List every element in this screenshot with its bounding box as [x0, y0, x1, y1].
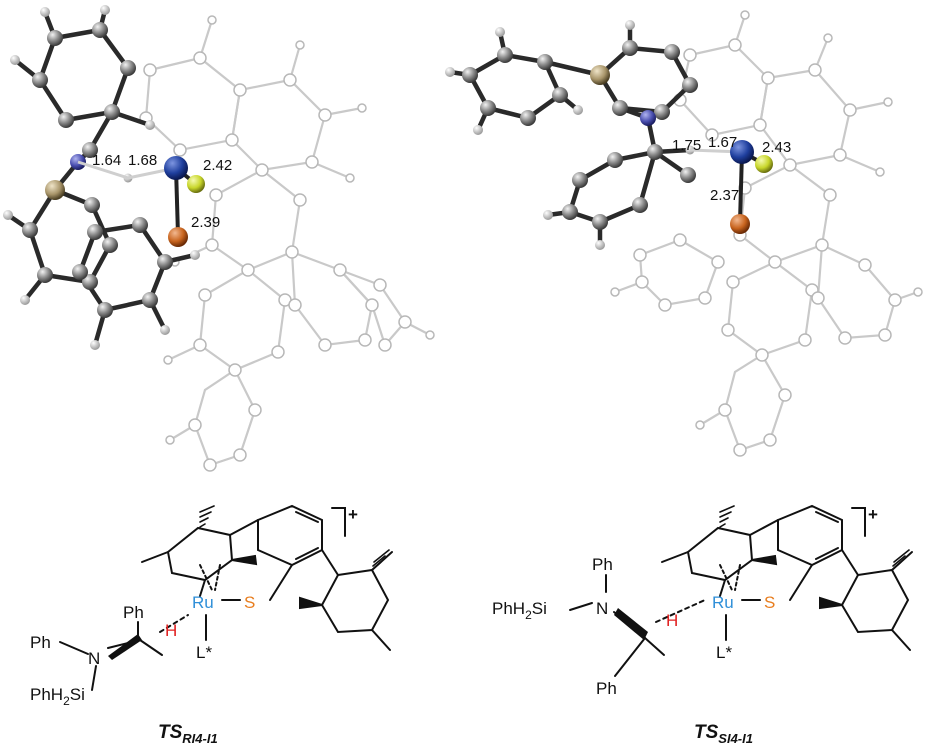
right-dist-2: 1.67: [708, 134, 737, 151]
left-ts-label: TSRI4-I1: [158, 722, 218, 746]
left-ghost-scaffold: [144, 19, 431, 467]
left-dist-1: 1.64: [92, 152, 121, 169]
right-dist-3: 2.43: [762, 139, 791, 156]
left-ghost-atoms: [139, 15, 435, 472]
right-ghost-atoms: [610, 10, 923, 457]
left-ru-core: [77, 156, 205, 247]
left-charge: +: [348, 505, 358, 524]
right-3d-model: 1.75 1.67 2.43 2.37: [445, 10, 923, 457]
left-2d-structure: [59, 504, 393, 691]
left-2d-labels: Ru S H L* N Ph Ph PhH2Si + TSRI4-I1: [30, 505, 358, 746]
left-dist-4: 2.39: [191, 214, 220, 231]
right-2d-structure: [569, 504, 913, 677]
right-ru-label: Ru: [712, 593, 734, 612]
right-substrate-atoms: [445, 20, 698, 250]
left-dist-3: 2.42: [203, 157, 232, 174]
left-h-label: H: [165, 621, 177, 640]
right-ru-core: [689, 140, 773, 234]
right-ph-bottom-label: Ph: [596, 679, 617, 698]
left-ph-top-label: Ph: [123, 603, 144, 622]
left-silyl-label: PhH2Si: [30, 685, 85, 708]
left-l-label: L*: [196, 643, 212, 662]
right-dist-1: 1.75: [672, 137, 701, 154]
right-silyl-label: PhH2Si: [492, 599, 547, 622]
left-n-label: N: [88, 649, 100, 668]
left-substrate-bonds: [5, 7, 198, 348]
left-s-label: S: [244, 593, 255, 612]
right-n-label: N: [596, 599, 608, 618]
left-3d-model: 1.64 1.68 2.42 2.39: [3, 5, 435, 472]
right-dist-4: 2.37: [710, 187, 739, 204]
left-ru-label: Ru: [192, 593, 214, 612]
right-charge: +: [868, 505, 878, 524]
right-h-label: H: [666, 611, 678, 630]
right-ts-label: TSSI4-I1: [694, 722, 753, 746]
left-dist-2: 1.68: [128, 152, 157, 169]
right-s-label: S: [764, 593, 775, 612]
right-2d-labels: Ru S H L* N Ph Ph PhH2Si + TSSI4-I1: [492, 505, 878, 746]
left-substrate-atoms: [3, 5, 200, 350]
left-ph-n-label: Ph: [30, 633, 51, 652]
right-l-label: L*: [716, 643, 732, 662]
right-ph-top-label: Ph: [592, 555, 613, 574]
